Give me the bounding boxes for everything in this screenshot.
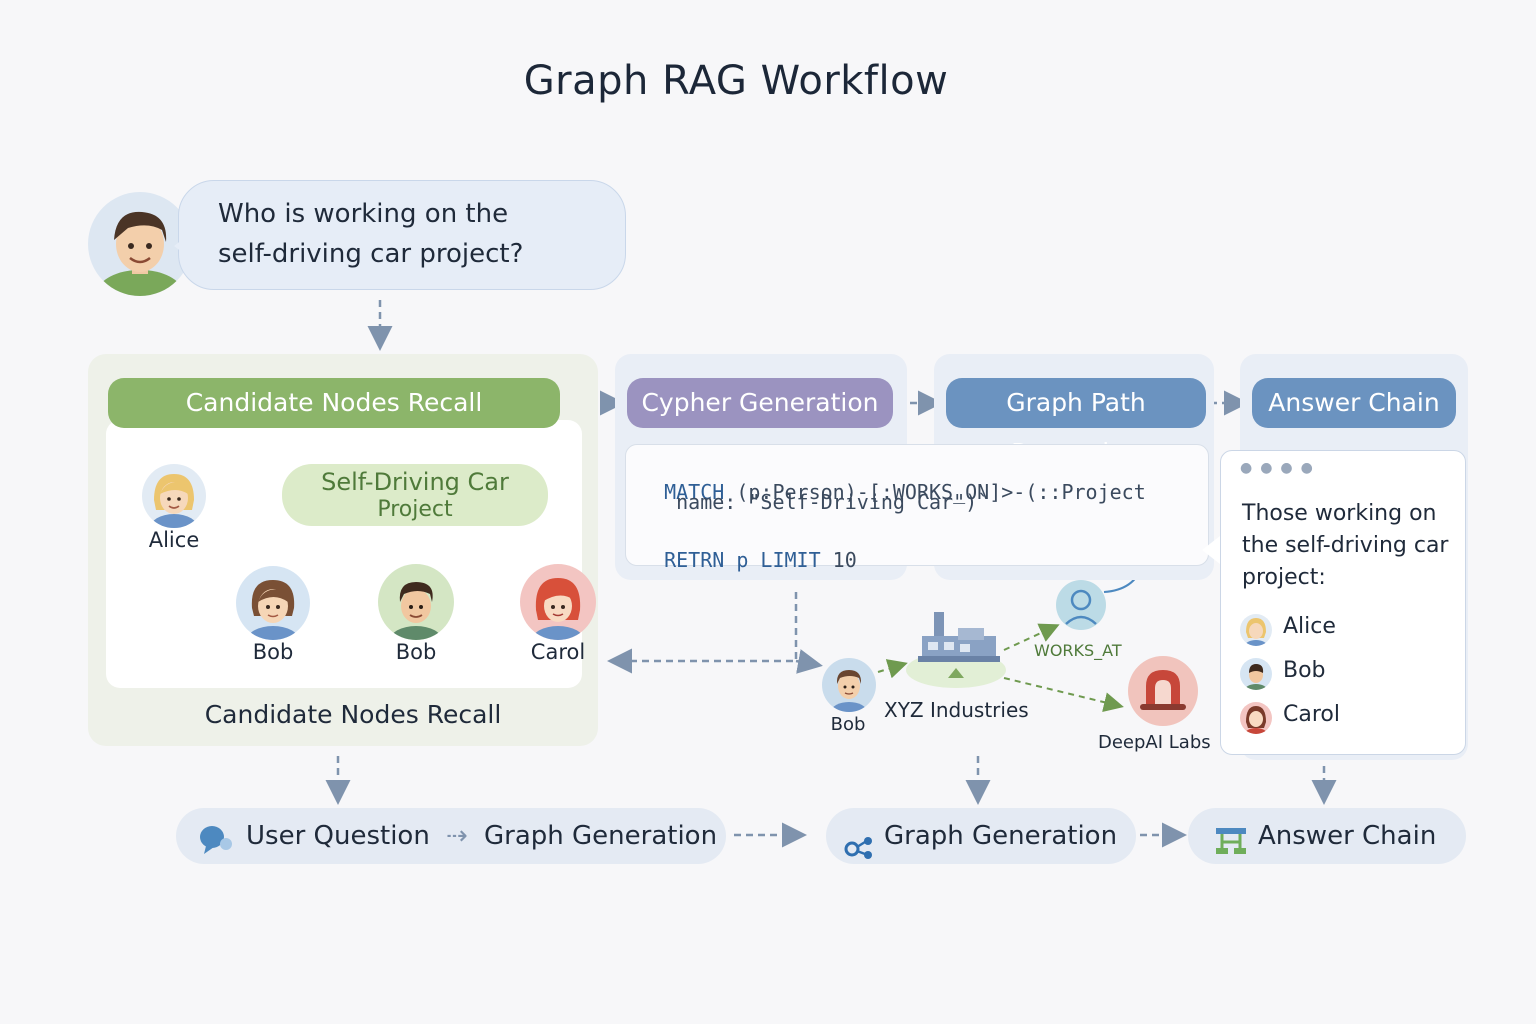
recall-graph-area	[106, 420, 582, 688]
arrow-cypher-to-graph	[607, 592, 798, 674]
cypher-keyword-match: MATCH	[664, 480, 725, 504]
graph-nodes-icon	[844, 824, 876, 859]
stage-recall-header: Candidate Nodes Recall	[108, 378, 560, 428]
alice-label: Alice	[148, 528, 200, 552]
answer-card-tail	[1202, 536, 1220, 564]
project-line-2: Project	[377, 497, 453, 522]
answer-bob-avatar	[1240, 658, 1272, 690]
alice-avatar	[142, 464, 206, 528]
factory-icon	[904, 606, 1008, 690]
page-title: Graph RAG Workflow	[523, 58, 949, 104]
bottom-step-3-label: Answer Chain	[1258, 821, 1437, 851]
answer-text: Those working on the self-driving car pr…	[1242, 498, 1462, 594]
answer-alice: Alice	[1283, 614, 1336, 639]
bottom-step-1-b: Graph Generation	[484, 821, 718, 851]
bottom-step-1: User Question ⇢ Graph Generation	[176, 808, 726, 864]
stage-reasoning-header: Graph Path Reasoning	[946, 378, 1206, 467]
bubble-tail	[174, 232, 192, 260]
question-line-1: Who is working on the	[218, 199, 509, 229]
speech-bubble-icon	[198, 820, 234, 854]
stage-answer-header: Answer Chain	[1252, 378, 1456, 428]
answer-carol-avatar	[1240, 702, 1272, 734]
bob-label-1: Bob	[252, 640, 294, 664]
bob-label-2: Bob	[395, 640, 437, 664]
answer-line-2: the self-driving car	[1242, 533, 1449, 558]
reasoning-bob-avatar	[822, 658, 876, 712]
answer-line-3: project:	[1242, 565, 1326, 590]
arrow-bob-to-xyz	[877, 659, 908, 679]
cypher-line-1: MATCH (p:Person)-[:WORKS_ON]>-(::Project	[640, 456, 1146, 504]
deepai-lab-icon	[1128, 656, 1198, 726]
answer-bob: Bob	[1283, 658, 1326, 683]
cypher-line-1-body: (p:Person)-[:WORKS_ON]>-(::Project	[724, 480, 1146, 504]
recall-caption: Candidate Nodes Recall	[204, 700, 502, 729]
reasoning-bob-label: Bob	[830, 714, 866, 735]
question-text: Who is working on the self-driving car p…	[218, 194, 618, 274]
cypher-line-3-body: 10	[820, 548, 857, 572]
works-at-label: WORKS_AT	[1034, 641, 1122, 660]
project-node: Self-Driving Car Project	[282, 464, 548, 526]
bob-avatar-2	[378, 564, 454, 640]
bottom-step-3: Answer Chain	[1188, 808, 1466, 864]
project-line-1: Self-Driving Car	[321, 468, 509, 496]
carol-avatar	[520, 564, 596, 640]
hierarchy-icon	[1214, 820, 1248, 854]
stage-cypher-header: Cypher Generation	[627, 378, 893, 428]
question-line-2: self-driving car project?	[218, 239, 524, 269]
bottom-step-1-a: User Question	[246, 821, 430, 851]
cypher-line-3: RETRN p LIMIT 10	[640, 524, 857, 572]
bottom-step-2: Graph Generation	[826, 808, 1136, 864]
xyz-industries-label: XYZ Industries	[884, 698, 1029, 722]
deepai-labs-label: DeepAI Labs	[1098, 732, 1211, 753]
cypher-query-box	[625, 444, 1209, 566]
bottom-step-1-arrow: ⇢	[446, 821, 468, 851]
carol-label: Carol	[530, 640, 586, 664]
arrow-to-bob-node	[795, 649, 823, 674]
cypher-keyword-return: RETRN p LIMIT	[664, 548, 821, 572]
cypher-line-2: name: "Self-Driving Car")`	[640, 490, 990, 514]
answer-carol: Carol	[1283, 702, 1340, 727]
window-dots-icon: ●●●●	[1240, 460, 1321, 476]
bob-avatar-1	[236, 566, 310, 640]
question-bubble	[178, 180, 626, 290]
answer-alice-avatar	[1240, 614, 1272, 646]
bottom-step-2-label: Graph Generation	[884, 821, 1118, 851]
answer-line-1: Those working on	[1242, 501, 1437, 526]
worksat-person-icon	[1056, 580, 1106, 630]
